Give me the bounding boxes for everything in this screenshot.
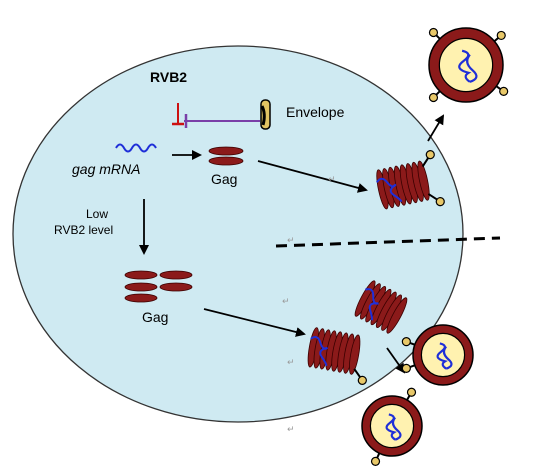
virion-core xyxy=(438,37,494,93)
budding-complexes xyxy=(307,150,445,385)
envelope-knob xyxy=(435,197,445,207)
gag-protein-group-top xyxy=(208,146,244,166)
return-mark: ↵ xyxy=(287,425,295,435)
gag-mrna-label: gag mRNA xyxy=(72,161,140,177)
return-mark: ↵ xyxy=(282,297,290,307)
budding-complex-mid xyxy=(354,280,408,334)
rvb2-level-label: RVB2 level xyxy=(54,223,113,237)
gag-subunit xyxy=(386,297,408,334)
arrow-gag-to-membrane-top xyxy=(257,160,368,193)
virions xyxy=(361,27,509,466)
virion-core xyxy=(369,403,415,449)
low-label: Low xyxy=(86,207,108,221)
envelope-label: Envelope xyxy=(286,104,345,120)
return-mark: ↵ xyxy=(287,358,295,368)
envelope-inhibition-bar xyxy=(184,114,260,128)
rvb2-label: RVB2 xyxy=(150,69,187,85)
envelope-knob xyxy=(496,30,506,41)
envelope-protein-icon xyxy=(260,99,271,130)
virion-top xyxy=(428,27,509,103)
viral-rna xyxy=(466,53,478,83)
budding-complex-bottom xyxy=(307,327,367,385)
virion-core xyxy=(420,332,466,378)
envelope-knob xyxy=(406,387,417,397)
rvb2-inhibition-bar xyxy=(172,103,184,126)
arrow-virion-release-top xyxy=(427,114,445,142)
cell-body xyxy=(12,45,464,423)
envelope-knob xyxy=(499,86,509,96)
arrow-virion-release-bottom xyxy=(386,347,406,374)
viral-rna xyxy=(458,49,472,83)
return-mark: ↵ xyxy=(287,236,295,246)
gag-subunit xyxy=(349,334,361,375)
viral-rna xyxy=(365,288,379,321)
envelope-knob xyxy=(401,363,411,373)
dashed-divider xyxy=(275,236,501,248)
viral-rna xyxy=(442,345,453,370)
gag-protein-group-bottom xyxy=(124,270,193,303)
return-mark: ↵ xyxy=(328,175,336,185)
virion-bottom xyxy=(361,387,423,466)
virion-middle xyxy=(401,324,474,386)
envelope-spike xyxy=(353,368,362,379)
gag-mrna-wave xyxy=(115,143,157,153)
viral-rna xyxy=(376,177,403,203)
envelope-knob xyxy=(428,27,439,38)
envelope-spike xyxy=(421,156,430,168)
gag-subunit xyxy=(417,160,430,201)
envelope-knob xyxy=(370,456,381,466)
envelope-knob xyxy=(425,150,435,160)
budding-complex-top xyxy=(376,150,445,210)
envelope-knob xyxy=(428,92,439,103)
arrow-gag-to-membrane-bottom xyxy=(203,308,306,337)
viral-rna xyxy=(310,336,329,367)
envelope-spike xyxy=(427,193,439,201)
viral-rna xyxy=(391,416,402,441)
gag-top-label: Gag xyxy=(211,171,237,187)
envelope-knob xyxy=(357,375,367,385)
envelope-knob xyxy=(401,337,411,347)
gag-bottom-label: Gag xyxy=(142,309,168,325)
